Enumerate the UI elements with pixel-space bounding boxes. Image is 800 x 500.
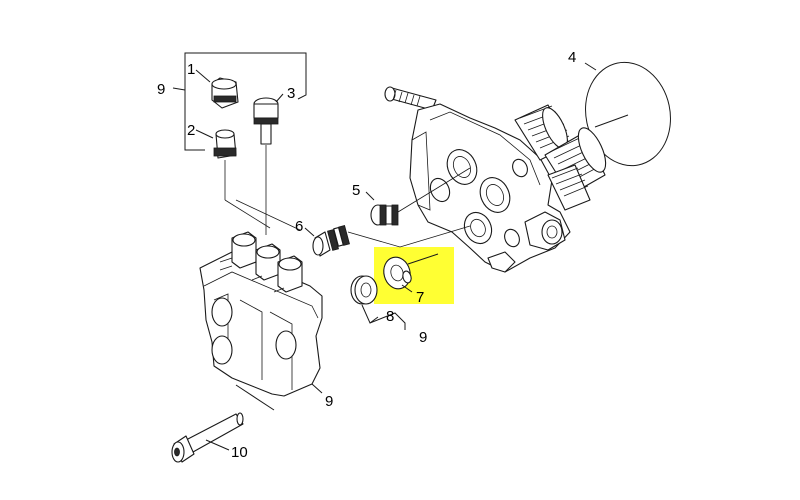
part-7-spacer-ring [383, 253, 439, 293]
manifold-block [199, 231, 323, 411]
label-part-5: 5 [352, 182, 360, 199]
label-part-9-bottom: 9 [325, 393, 333, 410]
piston-springs [514, 104, 607, 211]
part-3-valve-plug [253, 93, 284, 145]
part-4-o-ring [584, 61, 671, 167]
part-6-valve-insert [304, 225, 471, 257]
label-part-7: 7 [416, 289, 424, 306]
pump-head [384, 86, 607, 273]
label-part-10: 10 [231, 444, 248, 461]
part-10-bolt [171, 412, 244, 463]
label-part-6: 6 [295, 218, 303, 235]
label-part-9-top: 9 [157, 81, 165, 98]
label-part-2: 2 [187, 122, 195, 139]
part-1-valve-cap [195, 69, 239, 109]
label-part-1: 1 [187, 61, 195, 78]
label-part-8: 8 [386, 308, 394, 325]
part-2-valve-seal [195, 129, 237, 159]
label-part-4: 4 [568, 49, 576, 66]
kit-bracket-top [172, 52, 307, 151]
label-part-3: 3 [287, 85, 295, 102]
label-part-9-mid: 9 [419, 329, 427, 346]
part-5-valve-seal [365, 167, 471, 226]
valve-leader-lines [224, 145, 301, 235]
part-8-seal-ring [350, 275, 406, 330]
